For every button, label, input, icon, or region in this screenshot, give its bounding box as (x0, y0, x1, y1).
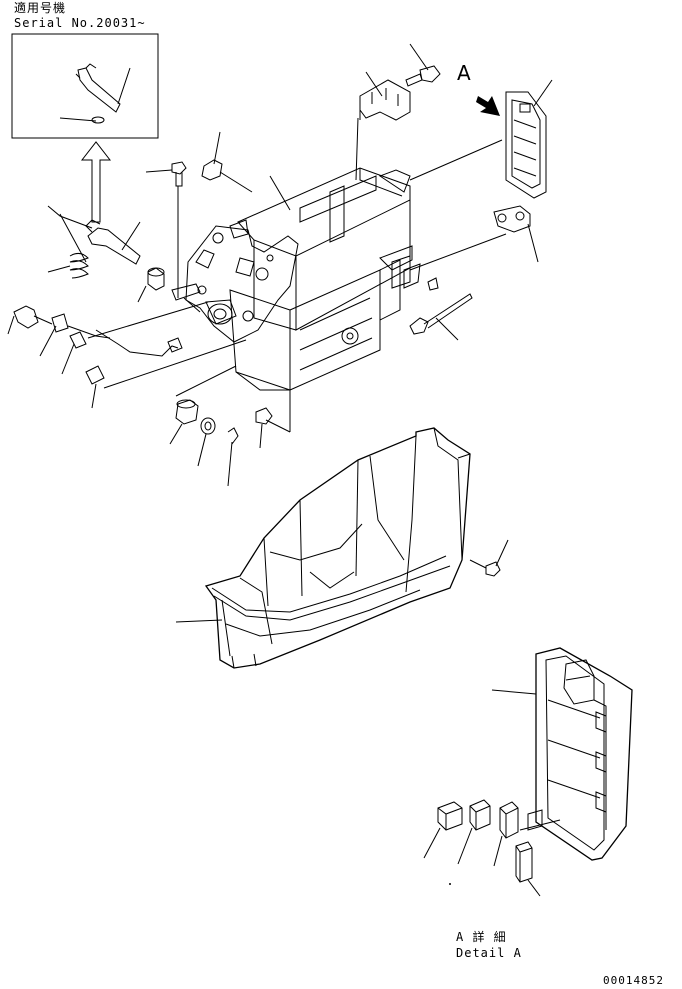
reference-dot (449, 883, 451, 885)
serial-inset-box (11, 33, 159, 139)
serial-number-label: Serial No.20031~ (14, 16, 146, 30)
drawing-number: 00014852 (603, 974, 664, 987)
detail-title-jp: A 詳 細 (456, 930, 507, 944)
view-a-arrow-icon (476, 96, 500, 116)
detail-a-panel (423, 647, 633, 897)
reference-arrow (80, 141, 112, 223)
bottom-small-parts (169, 365, 291, 487)
right-bracket (493, 205, 539, 263)
applicable-model-label: 適用号機 (14, 1, 67, 15)
top-bracket (355, 71, 411, 181)
lower-cover (175, 427, 509, 669)
top-bolt (405, 43, 441, 87)
switch-panel (409, 79, 553, 199)
console-frame (185, 167, 413, 391)
wire-harness-clip (403, 233, 507, 341)
view-marker-a: A (457, 61, 471, 85)
detail-title-en: Detail A (456, 946, 522, 960)
left-small-parts (7, 131, 253, 409)
